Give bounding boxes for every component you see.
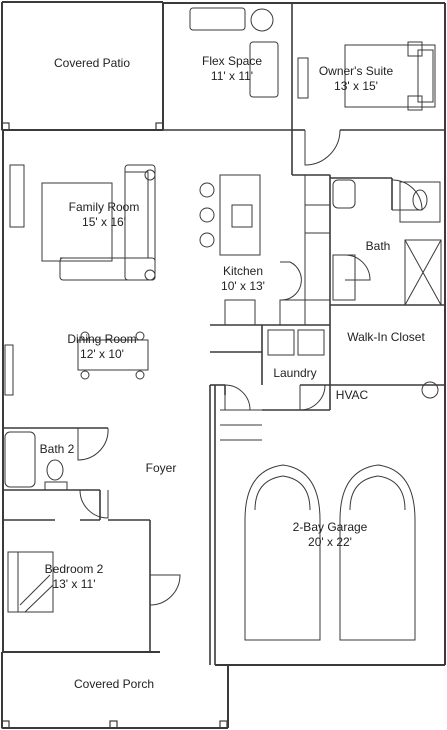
room-label-bedroom-2: Bedroom 2 13' x 11' — [45, 562, 104, 592]
dining-table-icon — [4, 331, 149, 396]
room-label-bath-2: Bath 2 — [40, 442, 75, 457]
porch-posts — [1, 122, 228, 729]
laundry-machines-icon — [267, 329, 325, 356]
owners-suite-name: Owner's Suite — [318, 64, 394, 78]
bedroom-2-dims: 13' x 11' — [52, 577, 96, 591]
walk-in-closet-name: Walk-In Closet — [347, 330, 425, 344]
water-heater-icon — [421, 381, 439, 399]
flex-space-name: Flex Space — [201, 54, 263, 68]
bath-fixtures-icon — [332, 179, 442, 306]
entry-steps-icon — [220, 409, 262, 441]
room-label-bath: Bath — [366, 239, 391, 254]
room-label-dining-room: Dining Room 12' x 10' — [67, 332, 136, 362]
garage-name: 2-Bay Garage — [292, 520, 368, 534]
dining-room-dims: 12' x 10' — [80, 347, 124, 361]
kitchen-dims: 10' x 13' — [221, 279, 265, 293]
kitchen-name: Kitchen — [222, 264, 264, 278]
room-label-owners-suite: Owner's Suite 13' x 15' — [319, 64, 393, 94]
covered-porch-name: Covered Porch — [73, 677, 155, 691]
owners-suite-dims: 13' x 15' — [334, 79, 378, 93]
bedroom-2-name: Bedroom 2 — [44, 562, 104, 576]
flex-space-dims: 11' x 11' — [210, 69, 254, 83]
family-room-name: Family Room — [68, 200, 140, 214]
room-label-hvac: HVAC — [336, 388, 368, 403]
hvac-name: HVAC — [335, 388, 369, 402]
garage-cars-icon — [244, 464, 416, 641]
owners-bed-icon — [297, 41, 436, 111]
room-label-garage: 2-Bay Garage 20' x 22' — [293, 520, 368, 550]
room-label-flex-space: Flex Space 11' x 11' — [202, 54, 262, 84]
sofa-icon — [9, 164, 156, 281]
room-label-laundry: Laundry — [273, 366, 316, 381]
bath-2-name: Bath 2 — [39, 442, 75, 456]
family-room-dims: 15' x 16' — [82, 215, 126, 229]
kitchen-island-icon — [199, 174, 331, 326]
room-label-covered-patio: Covered Patio — [54, 56, 130, 71]
garage-dims: 20' x 22' — [308, 535, 352, 549]
laundry-name: Laundry — [273, 366, 317, 380]
covered-patio-name: Covered Patio — [53, 56, 131, 70]
room-label-foyer: Foyer — [146, 461, 177, 476]
room-label-kitchen: Kitchen 10' x 13' — [221, 264, 265, 294]
flex-space-furniture — [189, 7, 279, 98]
room-label-family-room: Family Room 15' x 16' — [69, 200, 140, 230]
bath-2-fixtures-icon — [4, 431, 68, 491]
bedroom-2-bed-icon — [7, 551, 54, 613]
foyer-name: Foyer — [145, 461, 177, 475]
room-label-covered-porch: Covered Porch — [74, 677, 154, 692]
bath-name: Bath — [365, 239, 391, 253]
room-label-walk-in-closet: Walk-In Closet — [347, 330, 425, 345]
dining-room-name: Dining Room — [67, 332, 137, 346]
